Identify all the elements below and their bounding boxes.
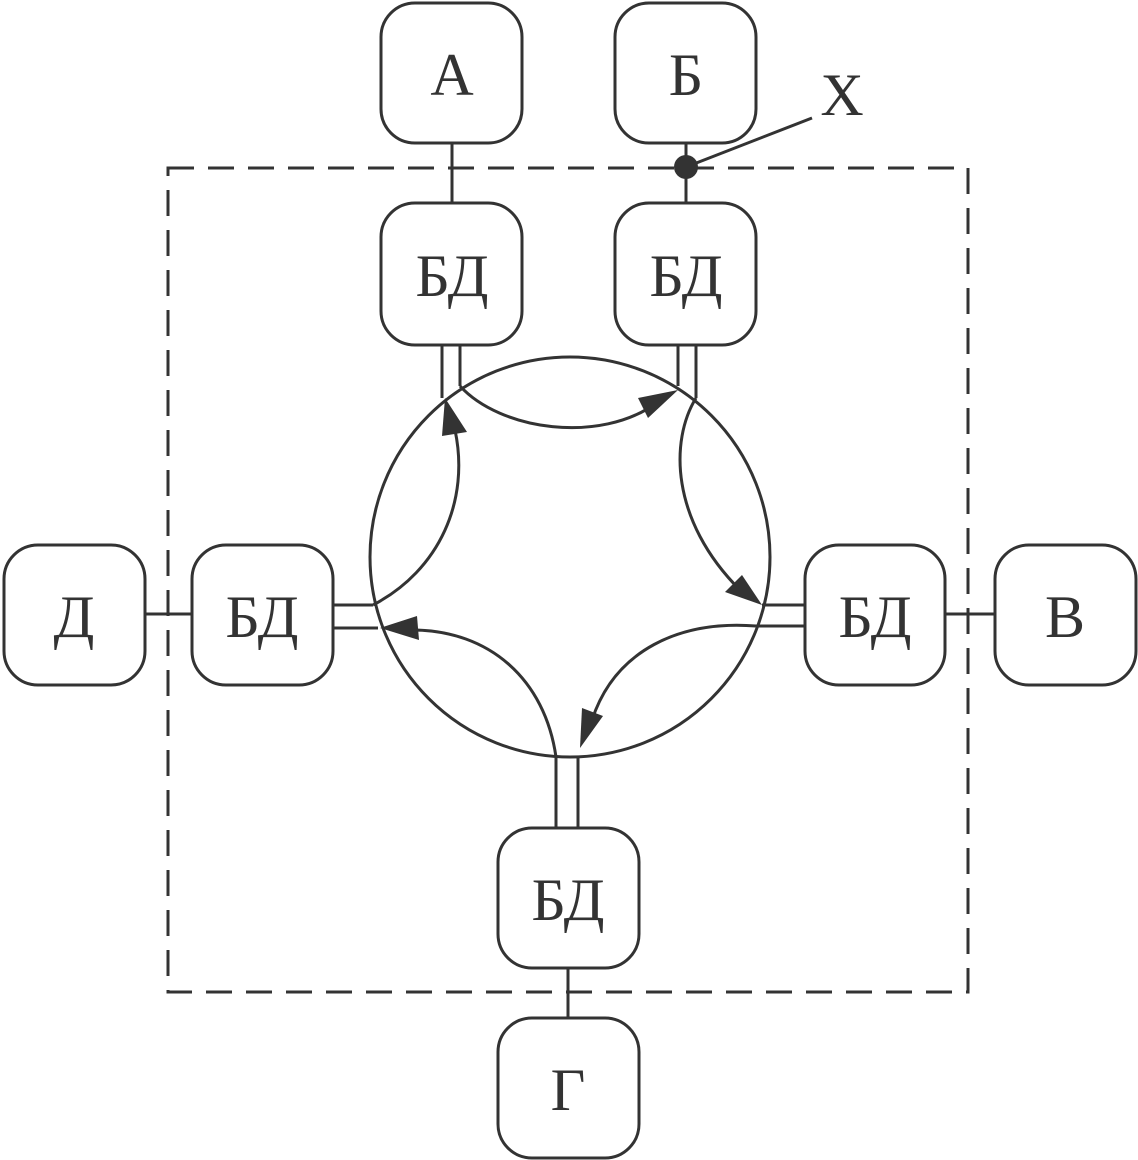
connector-top-left [440,345,462,398]
db-label: БД [649,243,722,309]
flow-arrow-right [678,397,742,592]
flow-arrowhead-lower-left [380,616,419,640]
ring [368,355,772,759]
connector-top-right [676,345,698,398]
flow-arrowhead-right [725,575,762,605]
node-b-label: Б [669,42,703,108]
flow-arrowhead-lower-right [580,708,603,748]
point-x-label: X [820,62,863,128]
db-block-top-left: БД [379,201,524,347]
node-v-label: В [1045,584,1085,650]
db-block-right: БД [803,543,947,687]
flow-arrow-top [458,384,659,430]
point-x-dot [674,155,698,179]
connector-right [756,603,805,628]
db-label: БД [531,867,604,933]
node-d-label: Д [54,584,95,650]
db-label: БД [415,243,488,309]
flow-arrowhead-left [442,398,467,436]
db-block-left: БД [190,543,335,687]
db-block-bottom: БД [496,826,641,970]
flow-arrow-left [372,429,461,607]
node-a: А [379,1,524,145]
node-g-label: Г [551,1057,586,1123]
connector-left [333,603,378,630]
db-block-top-right: БД [613,201,758,347]
flow-arrow-lower-right [590,623,757,721]
point-x-leader [685,116,813,169]
flow-arrowhead-top [638,390,678,418]
db-label: БД [225,584,298,650]
flow-arrow-lower-left [411,628,558,758]
node-a-label: А [430,42,473,108]
node-g: Г [496,1016,641,1160]
node-v: В [993,543,1138,687]
db-label: БД [838,584,911,650]
node-b: Б [613,1,758,145]
connector-bottom [554,757,580,828]
node-d: Д [2,543,147,687]
